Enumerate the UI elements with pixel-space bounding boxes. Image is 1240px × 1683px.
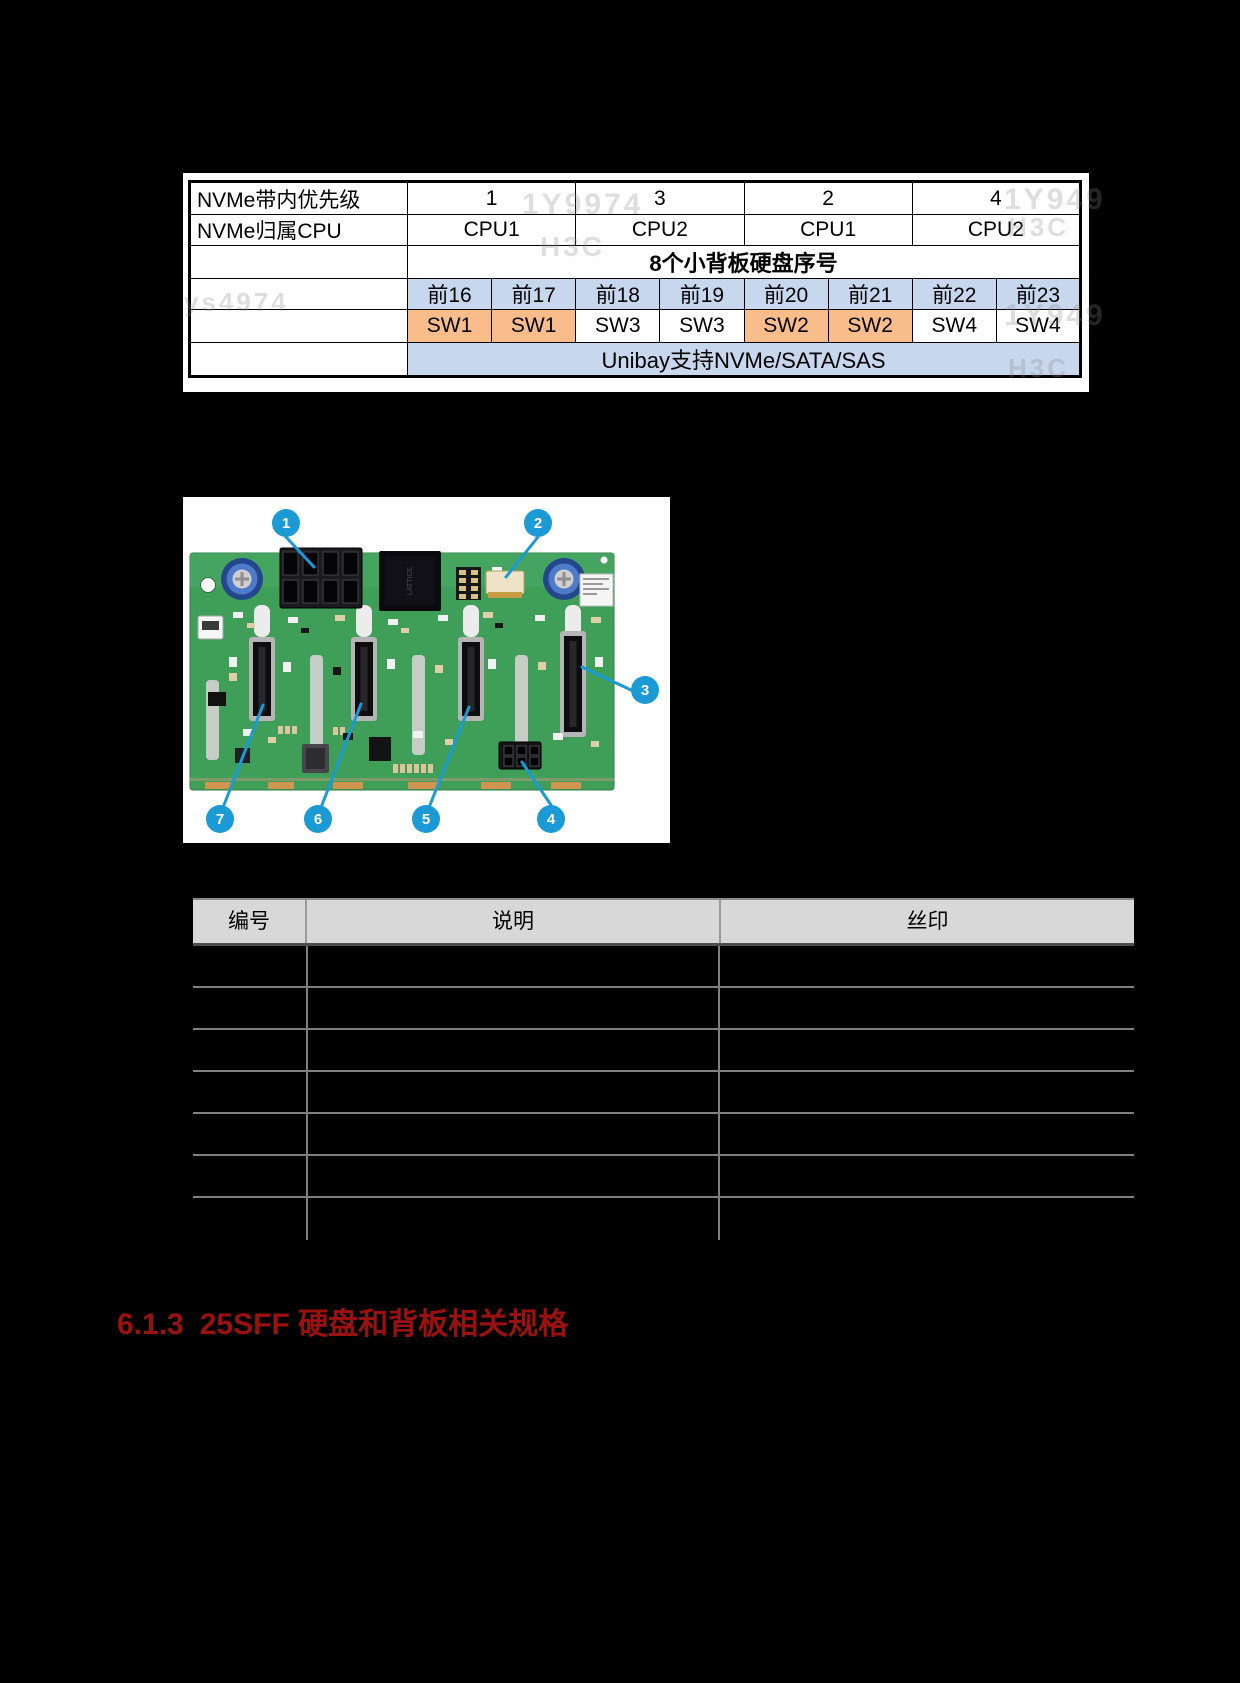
standoff-channel [310, 655, 323, 755]
nvme-priority-value: 3 [575, 181, 745, 215]
edge-pads [205, 782, 581, 789]
callout-5: 5 [412, 805, 440, 833]
bay-cell: 前19 [659, 278, 745, 310]
guide-slot [356, 605, 372, 637]
column-divider [718, 946, 720, 1240]
backplane-photo: LATTICE [189, 509, 659, 833]
switch-cell: SW1 [491, 309, 577, 343]
switch-cell: SW3 [659, 309, 745, 343]
callout-4: 4 [537, 805, 565, 833]
bay-cell: 前20 [743, 278, 829, 310]
backplane-figure: LATTICE [183, 497, 670, 843]
empty-cell [189, 245, 408, 279]
power-header [498, 741, 542, 770]
bay-cell: 前17 [491, 278, 577, 310]
power-connector-left [197, 615, 224, 640]
section-heading: 6.1.3 25SFF 硬盘和背板相关规格 [117, 1299, 568, 1343]
switch-cell: SW2 [827, 309, 913, 343]
thumbscrew [221, 558, 263, 600]
desc-header-silkscreen: 丝印 [719, 900, 1134, 943]
callout-6: 6 [304, 805, 332, 833]
resistor-array [278, 726, 433, 773]
table-row [193, 1030, 1134, 1072]
mounting-hole [600, 556, 608, 564]
drive-connector [351, 637, 377, 721]
nvme-cpu-value: CPU2 [575, 214, 745, 246]
callout-2-number: 2 [534, 515, 542, 532]
guide-slot [254, 605, 270, 637]
callout-description-table: 编号 说明 丝印 [193, 898, 1134, 1240]
unibay-note-cell: Unibay支持NVMe/SATA/SAS [407, 342, 1081, 377]
table-row [193, 1114, 1134, 1156]
inductor [302, 744, 329, 773]
nvme-priority-value: 4 [911, 181, 1082, 215]
callout-7: 7 [206, 805, 234, 833]
nvme-priority-value: 2 [743, 181, 913, 215]
desc-table-header: 编号 说明 丝印 [193, 898, 1134, 946]
guide-slot [463, 605, 479, 637]
callout-3: 3 [631, 676, 659, 704]
bay-cell: 前22 [911, 278, 997, 310]
desc-table-body [193, 946, 1134, 1240]
callout-5-number: 5 [422, 811, 430, 828]
callout-1: 1 [272, 509, 300, 537]
standoff-channel [515, 655, 528, 755]
column-divider [306, 946, 308, 1240]
switch-cell: SW3 [575, 309, 661, 343]
desc-header-description: 说明 [492, 910, 534, 933]
mounting-hole [200, 577, 216, 593]
table-row [193, 988, 1134, 1030]
bay-cell: 前18 [575, 278, 661, 310]
nvme-table-panel: NVMe带内优先级 1 3 2 4 NVMe归属CPU CPU1 CPU2 CP… [183, 173, 1089, 392]
table-row [193, 1072, 1134, 1114]
nvme-cpu-value: CPU2 [911, 214, 1082, 246]
nvme-cpu-value: CPU1 [406, 214, 577, 246]
empty-cell [189, 278, 408, 310]
chip-label: LATTICE [407, 567, 414, 596]
guide-slot [565, 605, 581, 637]
signal-connector [485, 567, 525, 598]
callout-3-number: 3 [641, 682, 649, 699]
callout-4-number: 4 [547, 811, 556, 828]
lattice-chip: LATTICE [379, 551, 441, 611]
drive-connector [249, 637, 275, 721]
chip-small [369, 737, 391, 761]
drive-connector [560, 631, 586, 737]
drive-connector [458, 637, 484, 721]
switch-cell: SW4 [995, 309, 1082, 343]
serial-header-cell: 8个小背板硬盘序号 [407, 245, 1081, 279]
empty-cell [189, 309, 408, 343]
table-row [193, 1156, 1134, 1198]
sata-port-cluster [279, 547, 363, 609]
nvme-priority-label: NVMe带内优先级 [189, 181, 408, 215]
callout-7-number: 7 [216, 811, 224, 828]
thumbscrew [543, 558, 585, 600]
callout-6-number: 6 [314, 811, 322, 828]
nvme-mapping-table: NVMe带内优先级 1 3 2 4 NVMe归属CPU CPU1 CPU2 CP… [188, 180, 1082, 378]
nvme-cpu-label: NVMe归属CPU [189, 214, 408, 246]
jtag-header [456, 567, 481, 600]
chip-small [208, 692, 226, 706]
callout-leader-lines [222, 535, 633, 807]
table-row [193, 946, 1134, 988]
standoff-channel [412, 655, 425, 755]
table-row [193, 1198, 1134, 1238]
bay-cell: 前23 [995, 278, 1082, 310]
bay-cell: 前16 [406, 278, 493, 310]
bay-cell: 前21 [827, 278, 913, 310]
section-title: 25SFF 硬盘和背板相关规格 [199, 1308, 569, 1341]
callout-2: 2 [524, 509, 552, 537]
section-number: 6.1.3 [117, 1308, 184, 1341]
nvme-cpu-value: CPU1 [743, 214, 913, 246]
nvme-priority-value: 1 [406, 181, 577, 215]
switch-cell: SW4 [911, 309, 997, 343]
desc-header-number: 编号 [193, 900, 307, 943]
switch-cell: SW1 [406, 309, 493, 343]
switch-cell: SW2 [743, 309, 829, 343]
barcode-label [579, 573, 614, 607]
callout-1-number: 1 [282, 515, 290, 532]
pcb-edge-strip [190, 778, 614, 781]
empty-cell [189, 342, 408, 377]
